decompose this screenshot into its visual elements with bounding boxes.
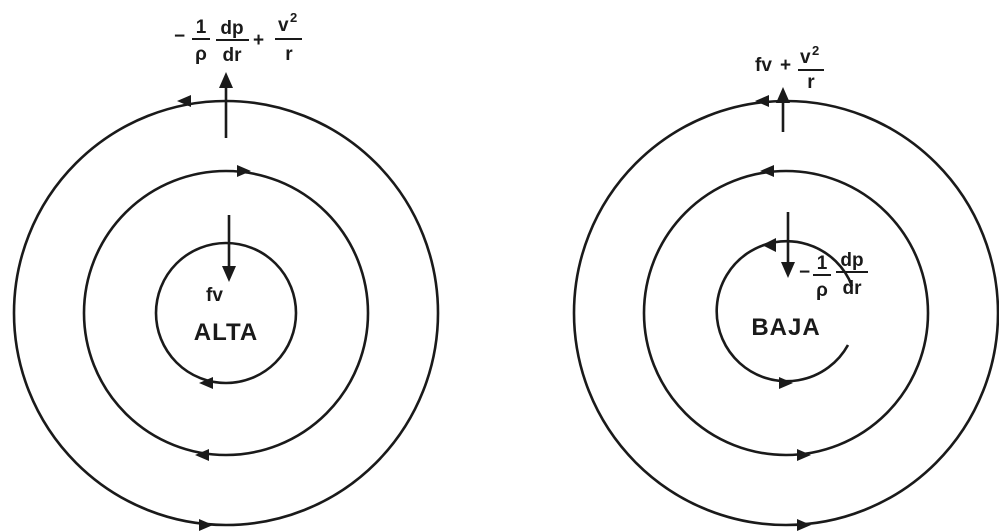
plus-sign: + (780, 55, 791, 76)
low-pressure-system: fv + v 2 r − 1 ρ dp dr BAJA (572, 43, 999, 531)
low-inward-force-arrowhead (781, 262, 795, 278)
low-pressure-label: BAJA (751, 314, 820, 341)
low-inner-flow-arrow-top (762, 238, 776, 252)
v-symbol: v (278, 15, 289, 36)
fraction-numerator-one: 1 (817, 253, 828, 274)
minus-sign: − (799, 262, 810, 283)
v-symbol: v (800, 47, 811, 68)
low-middle-isobar (642, 169, 930, 457)
fv-term: fv (755, 55, 772, 76)
low-outer-flow-arrow-top (755, 95, 769, 107)
low-outer-flow-arrow-bottom (797, 519, 811, 531)
high-middle-flow-arrow-bottom (195, 449, 209, 461)
high-pressure-system: − 1 ρ dp dr + v 2 r fv ALTA (12, 10, 440, 531)
high-outer-isobar (12, 99, 440, 527)
high-inward-force-arrowhead (222, 266, 236, 282)
high-middle-flow-arrow-top (237, 165, 251, 177)
low-inner-flow-arrow-bottom (779, 377, 793, 389)
low-middle-flow-arrow-top (760, 165, 774, 177)
dp-numerator: dp (220, 18, 243, 39)
high-inner-force-label: fv (206, 285, 223, 306)
low-outer-force-label: fv + v 2 r (755, 43, 824, 93)
plus-sign: + (253, 30, 264, 51)
r-denominator: r (285, 44, 293, 65)
dp-numerator: dp (840, 250, 863, 271)
low-inner-force-label: − 1 ρ dp dr (799, 250, 868, 301)
low-middle-flow-arrow-bottom (797, 449, 811, 461)
high-middle-isobar (82, 169, 370, 457)
high-inner-isobar (154, 241, 298, 385)
minus-sign: − (174, 26, 185, 47)
r-denominator: r (807, 72, 815, 93)
high-outer-flow-arrow-bottom (199, 519, 213, 531)
fraction-numerator-one: 1 (196, 17, 207, 38)
high-outward-force-arrowhead (219, 72, 233, 88)
high-pressure-label: ALTA (194, 319, 258, 346)
dr-denominator: dr (223, 45, 243, 66)
low-outward-force-arrowhead (776, 87, 790, 103)
rho-symbol: ρ (195, 44, 207, 65)
high-outer-force-label: − 1 ρ dp dr + v 2 r (174, 10, 302, 66)
squared-exponent: 2 (812, 43, 819, 58)
low-inner-isobar (715, 239, 854, 383)
low-outer-isobar (572, 99, 999, 527)
rho-symbol: ρ (816, 280, 828, 301)
high-inner-flow-arrow-bottom (199, 377, 213, 389)
dr-denominator: dr (843, 278, 863, 299)
squared-exponent: 2 (290, 10, 297, 25)
high-outer-flow-arrow-top (177, 95, 191, 107)
